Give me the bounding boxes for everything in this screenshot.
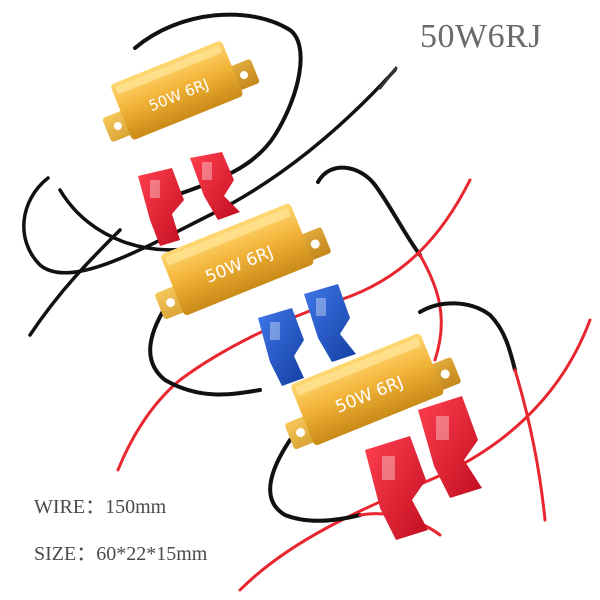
black-wire xyxy=(22,68,397,275)
blue-tap-connector xyxy=(304,284,356,362)
black-wire xyxy=(28,228,122,337)
wire-length-label: WIRE：150mm xyxy=(34,496,167,518)
product-title: 50W6RJ xyxy=(420,18,542,55)
black-wire xyxy=(268,438,362,523)
red-wire xyxy=(238,318,592,592)
resistor-1: 50W 6RJ xyxy=(102,41,260,142)
wire-tip xyxy=(378,66,398,90)
tap-pair-1 xyxy=(138,152,240,246)
black-wire xyxy=(418,301,517,372)
red-wire xyxy=(513,368,547,522)
red-tap-connector xyxy=(365,436,428,540)
resistor-3: 50W 6RJ xyxy=(285,333,461,450)
tap-pair-2 xyxy=(258,284,356,386)
tap-pair-3 xyxy=(365,396,482,540)
black-wire xyxy=(148,298,262,397)
red-tap-connector xyxy=(190,152,240,220)
size-label: SIZE：60*22*15mm xyxy=(34,543,208,565)
black-wire xyxy=(316,165,422,257)
red-tap-connector xyxy=(138,168,184,246)
resistor-2: 50W 6RJ xyxy=(155,203,331,320)
blue-tap-connector xyxy=(258,308,304,386)
red-tap-connector xyxy=(418,396,482,498)
